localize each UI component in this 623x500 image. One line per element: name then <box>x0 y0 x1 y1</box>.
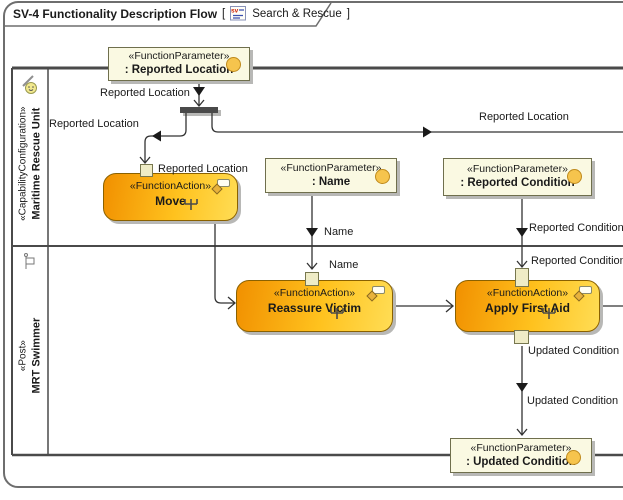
parameter-name[interactable]: «FunctionParameter» : Name <box>265 158 397 193</box>
stereotype-label: «FunctionParameter» <box>280 161 382 174</box>
diagram-title: SV-4 Functionality Description Flow <box>13 6 218 21</box>
parameter-updated-condition[interactable]: «FunctionParameter» : Updated Condition <box>450 438 592 473</box>
edge-updated-condition-out[interactable] <box>516 346 528 437</box>
structure-compartment-icon <box>217 179 230 187</box>
edge-label: Name <box>324 226 354 238</box>
lane-stereotype: «CapabilityConfiguration» <box>17 106 29 222</box>
parameter-name: : Reported Location <box>124 64 234 77</box>
parameter-reported-condition[interactable]: «FunctionParameter» : Reported Condition <box>443 158 592 196</box>
action-name: Reassure Victim <box>267 300 362 315</box>
parameter-circle-icon <box>567 169 582 184</box>
pin-reassure-input[interactable] <box>305 272 319 286</box>
lane-name: MRT Swimmer <box>30 317 43 394</box>
fork-node[interactable] <box>180 107 221 116</box>
edge-label: Updated Condition <box>528 345 620 357</box>
stereotype-label: «FunctionAction» <box>129 180 212 192</box>
pin-move-input[interactable] <box>140 164 153 177</box>
rake-icon <box>330 308 344 319</box>
post-icon <box>24 253 35 269</box>
structure-compartment-icon <box>579 286 592 294</box>
edge-reported-condition-to-pin[interactable] <box>516 196 528 269</box>
action-apply-first-aid[interactable]: «FunctionAction» Apply First Aid <box>455 280 600 332</box>
swimlane-maritime-rescue-unit[interactable]: «CapabilityConfiguration» Maritime Rescu… <box>12 68 48 246</box>
stereotype-label: «FunctionParameter» <box>128 50 230 63</box>
parameter-circle-icon <box>566 450 581 465</box>
parameter-circle-icon <box>226 57 241 72</box>
edge-label: Updated Condition <box>527 395 619 407</box>
rake-icon <box>183 198 198 210</box>
stereotype-label: «FunctionParameter» <box>467 163 568 176</box>
stereotype-label: «FunctionAction» <box>273 287 356 299</box>
edge-label: Reported Location <box>100 87 190 99</box>
action-name: Move <box>155 193 186 208</box>
edge-label: Reported Location <box>49 118 139 130</box>
edge-move-to-reassure[interactable] <box>214 221 236 310</box>
diagram-heading: SV-4 Functionality Description Flow [ sv… <box>13 6 350 21</box>
edge-label: Reported Condition <box>529 222 623 234</box>
pin-label: Reported Condition <box>531 255 623 267</box>
lane-stereotype: «Post» <box>17 339 29 372</box>
parameter-circle-icon <box>375 169 390 184</box>
parameter-name: : Updated Condition <box>466 455 576 468</box>
edge-fork-to-right[interactable] <box>211 113 623 138</box>
edge-fork-to-move-pin[interactable] <box>139 113 187 165</box>
sv-diagram-icon: sv <box>230 6 247 21</box>
bracket-close: ] <box>346 7 350 20</box>
stereotype-label: «FunctionAction» <box>486 287 569 299</box>
parameter-reported-location[interactable]: «FunctionParameter» : Reported Location <box>108 47 250 81</box>
edge-name-to-pin[interactable] <box>306 193 318 271</box>
pin-label: Name <box>329 259 359 271</box>
pin-apply-input[interactable] <box>515 268 529 287</box>
parameter-name: : Name <box>311 175 351 188</box>
pin-apply-output[interactable] <box>514 330 529 344</box>
action-move[interactable]: «FunctionAction» Move <box>103 173 238 221</box>
edge-label: Reported Location <box>479 111 569 123</box>
action-reassure-victim[interactable]: «FunctionAction» Reassure Victim <box>236 280 393 332</box>
swimlane-mrt-swimmer[interactable]: «Post» MRT Swimmer <box>12 246 48 455</box>
lane-name: Maritime Rescue Unit <box>30 108 43 220</box>
structure-compartment-icon <box>372 286 385 294</box>
diagram-context-name: Search & Rescue <box>252 7 342 20</box>
rake-icon <box>541 308 556 319</box>
diagram-frame <box>3 1 623 488</box>
stereotype-label: «FunctionParameter» <box>470 441 572 454</box>
edge-reported-location-into-fork[interactable] <box>193 81 205 108</box>
action-name: Apply First Aid <box>485 300 570 315</box>
bracket-open: [ <box>222 7 226 20</box>
parameter-name: : Reported Condition <box>460 177 575 190</box>
edge-reassure-to-apply[interactable] <box>394 299 454 313</box>
pin-label: Reported Location <box>158 163 248 175</box>
capability-configuration-icon <box>22 75 37 94</box>
sv-icon-label: sv <box>231 8 239 15</box>
